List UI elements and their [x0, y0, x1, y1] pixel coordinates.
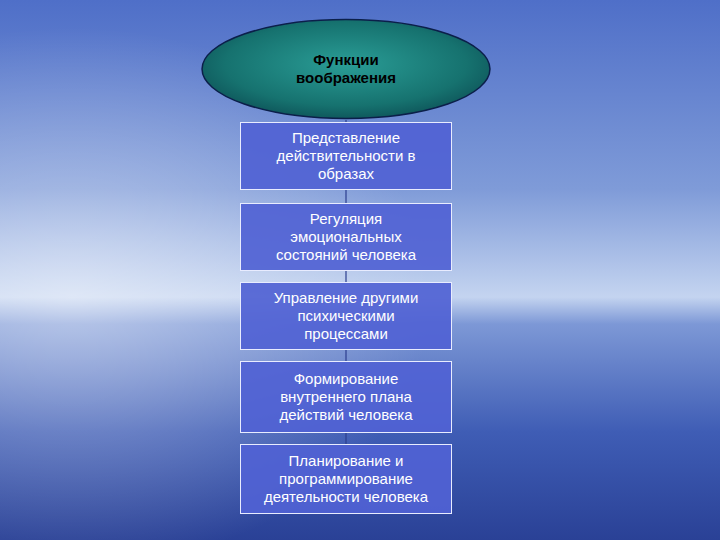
connector-line [345, 433, 346, 444]
function-box: Представление действительности в образах [240, 122, 452, 190]
connector-line [345, 350, 346, 361]
connector-line [345, 190, 346, 203]
node-text: Планирование и программирование деятельн… [255, 452, 437, 506]
node-text: Управление другими психическими процесса… [255, 289, 437, 343]
connector-line [345, 271, 346, 282]
title-ellipse: Функции воображения [200, 18, 492, 120]
node-text: Представление действительности в образах [255, 129, 437, 183]
node-text: Формирование внутреннего плана действий … [255, 370, 437, 424]
node-text: Функции воображения [271, 51, 421, 87]
function-box: Формирование внутреннего плана действий … [240, 361, 452, 433]
function-box: Управление другими психическими процесса… [240, 282, 452, 350]
node-text: Регуляция эмоциональных состояний челове… [255, 210, 437, 264]
function-box: Регуляция эмоциональных состояний челове… [240, 203, 452, 271]
function-box: Планирование и программирование деятельн… [240, 444, 452, 514]
